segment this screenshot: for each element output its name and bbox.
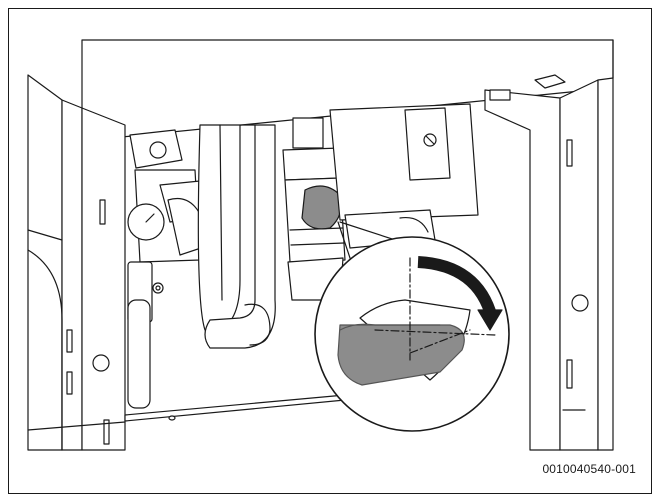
valve-assembly: [282, 117, 346, 301]
left-frame: [27, 74, 126, 451]
right-frame: [484, 74, 614, 451]
pipes: [197, 124, 276, 349]
hydraulic-block: [127, 129, 216, 409]
valve-handle-small: [301, 185, 342, 230]
zoom-detail-circle: [314, 236, 510, 432]
figure-reference-code: 0010040540-001: [542, 462, 636, 476]
valve-handle-icon: [337, 324, 465, 386]
curved-arrow-clockwise-icon: [417, 256, 498, 320]
pump-motor: [329, 103, 479, 249]
